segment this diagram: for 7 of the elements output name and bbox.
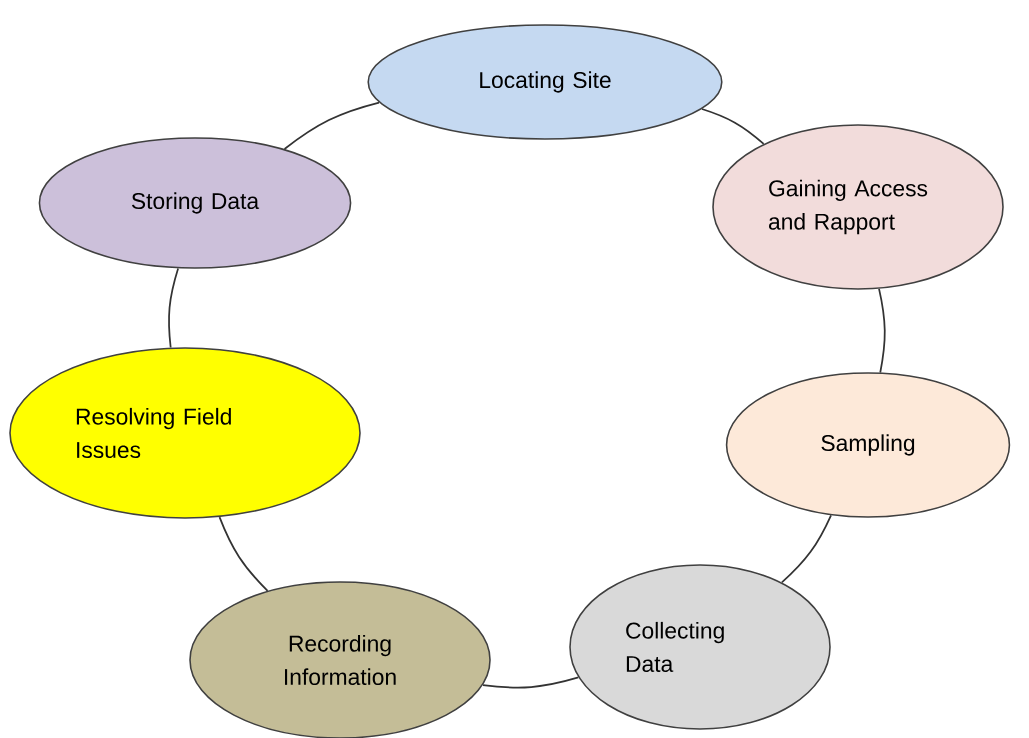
connector-line <box>781 514 832 584</box>
connector-line <box>701 108 765 145</box>
connector-line <box>482 676 580 689</box>
connector-line <box>168 267 179 349</box>
connector-line <box>283 101 380 150</box>
connector-line <box>878 288 886 374</box>
connector-line <box>218 516 269 592</box>
